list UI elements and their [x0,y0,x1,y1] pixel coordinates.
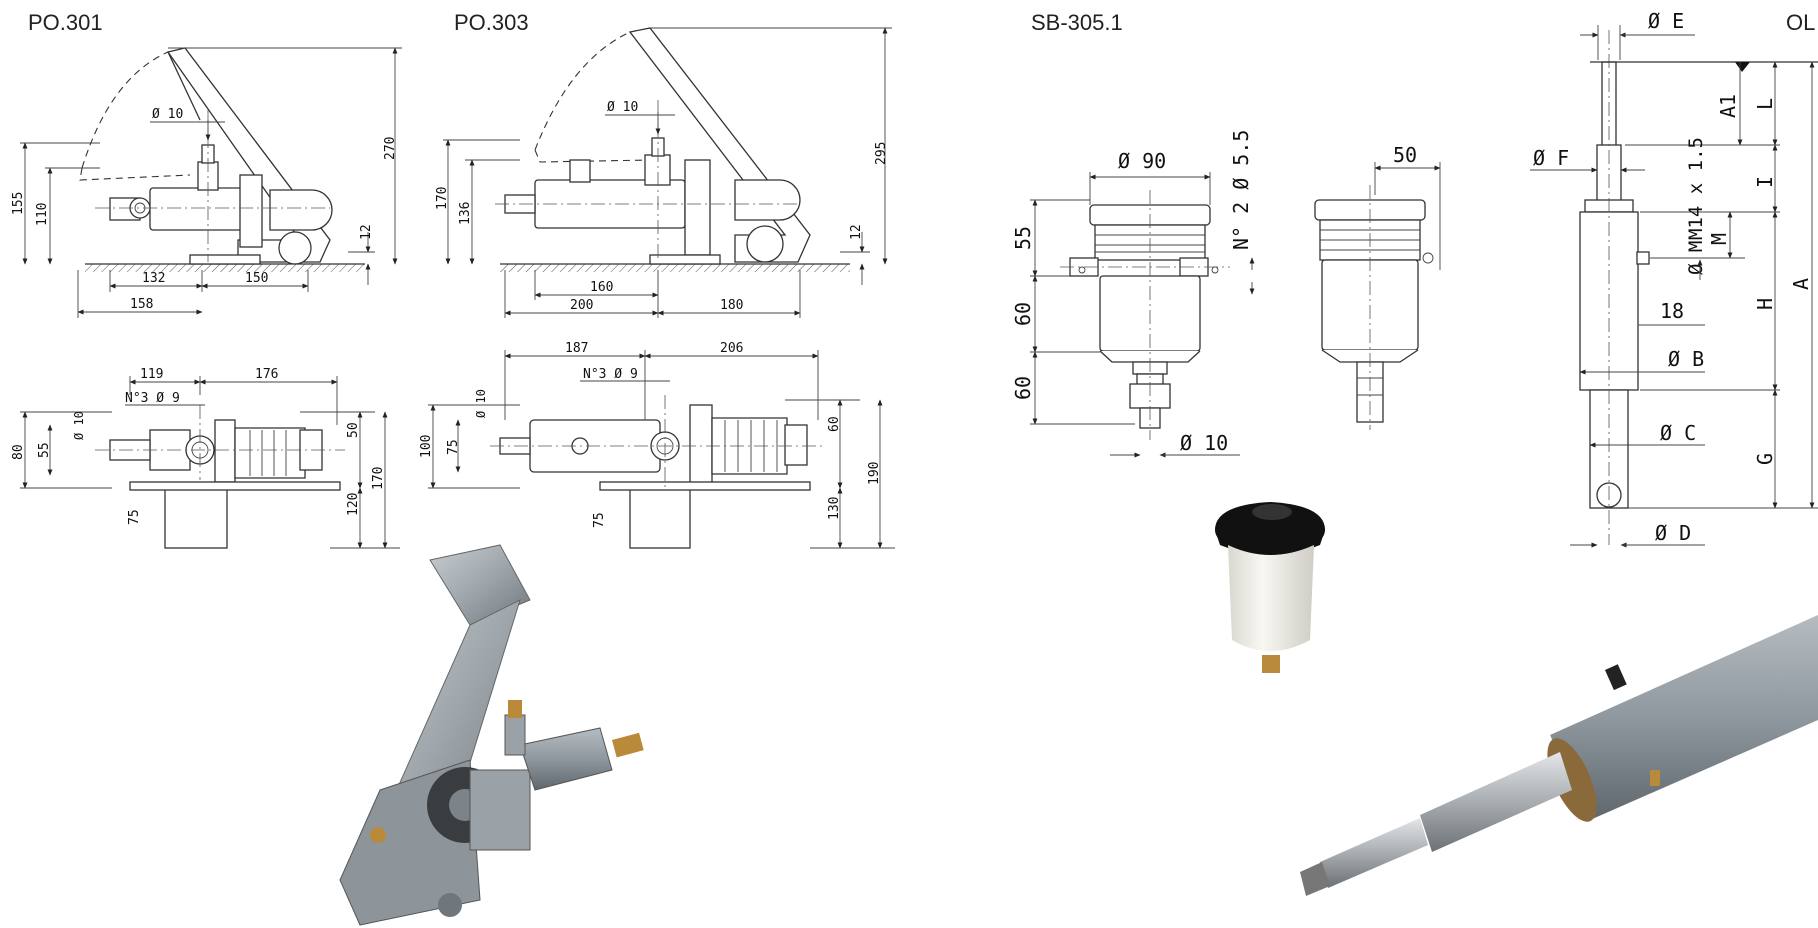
ol-dim-dD: Ø D [1655,521,1691,545]
po301-dim-119: 119 [140,367,163,382]
po303-dim-75b: 75 [592,512,607,528]
po301-side-view: 270 155 110 12 Ø 10 132 150 158 [11,47,402,318]
sb305-dim-d10: Ø 10 [1180,431,1228,455]
po301-dim-155: 155 [11,192,26,215]
ol-dim-I: I [1753,176,1777,188]
ol-title: OL [1786,10,1816,35]
sb305-dim-55: 55 [1011,226,1035,250]
po303-dim-60: 60 [827,416,842,432]
po303-dim-port: Ø 10 [607,100,638,115]
po301-dim-port: Ø 10 [152,107,183,122]
po301-dim-120: 120 [346,493,361,516]
po301-dim-75: 75 [127,509,142,525]
po303-dim-100: 100 [419,435,434,458]
po303-top-port: Ø 10 [474,389,488,418]
ol-thread: M14 x 1.5 [1685,137,1707,240]
sb305-title: SB-305.1 [1031,10,1123,35]
po303-dim-206: 206 [720,341,743,356]
po303-dim-200: 200 [570,298,593,313]
ol-dim-dE: Ø E [1648,9,1684,33]
po303-dim-170: 170 [435,187,450,210]
po301-dim-170: 170 [371,467,386,490]
po301-dim-132: 132 [142,271,165,286]
ol-dim-dF: Ø F [1533,146,1569,170]
po301-dim-12: 12 [359,224,374,240]
po301-top-port: Ø 10 [72,411,86,440]
ol-dim-G: G [1753,453,1777,465]
po303-dim-12: 12 [849,224,864,240]
po303-top-view: 187 206 N°3 Ø 9 Ø 10 100 75 60 130 190 7… [419,341,895,549]
cylinder-photo [1300,615,1818,896]
ol-dim-A: A [1789,278,1813,290]
po301-dim-176: 176 [255,367,278,382]
po303-dim-190: 190 [867,462,882,485]
po301-dim-55: 55 [37,442,52,458]
po303-dim-160: 160 [590,280,613,295]
po303-dim-75: 75 [446,439,461,455]
sb305-dim-60b: 60 [1011,376,1035,400]
po303-dim-130: 130 [827,497,842,520]
po301-dim-80: 80 [11,444,26,460]
ol-dim-L: L [1753,98,1777,110]
ol-dim-18: 18 [1660,299,1684,323]
po303-dim-295: 295 [874,142,889,165]
ol-cylinder-drawing: Ø E Ø F A1 L M14 x 1.5 I Ø M M 18 H A Ø … [1530,9,1818,548]
sb305-dim-50: 50 [1393,143,1417,167]
sb305-dim-60a: 60 [1011,302,1035,326]
po301-dim-158: 158 [130,297,153,312]
reservoir-photo [1215,502,1325,673]
sb305-holes: N° 2 Ø 5.5 [1229,130,1253,250]
po301-dim-110: 110 [35,203,50,226]
po303-title: PO.303 [454,10,529,35]
sb305-dim-d90: Ø 90 [1118,149,1166,173]
po303-holes: N°3 Ø 9 [583,367,638,382]
pedal-pump-photo [339,544,644,926]
po303-dim-136: 136 [458,202,473,225]
ol-dim-dB: Ø B [1668,347,1704,371]
po303-dim-187: 187 [565,341,588,356]
po303-dim-180: 180 [720,298,743,313]
po301-dim-50: 50 [346,422,361,438]
po301-top-view: 119 176 N°3 Ø 9 Ø 10 80 55 50 120 170 75 [11,367,400,549]
po301-holes: N°3 Ø 9 [125,391,180,406]
po301-dim-270: 270 [383,137,398,160]
po301-dim-150: 150 [245,271,268,286]
ol-dim-A1: A1 [1716,94,1740,118]
po303-side-view: 295 170 136 12 Ø 10 160 200 180 [435,27,892,318]
sb305-side-view: 50 [1314,143,1441,430]
sb305-front-view: Ø 90 N° 2 Ø 5.5 55 60 60 Ø 10 [1011,130,1255,458]
ol-dim-M: M [1707,233,1731,245]
ol-dim-H: H [1753,298,1777,310]
ol-dim-dC: Ø C [1660,421,1696,445]
po301-title: PO.301 [28,10,103,35]
